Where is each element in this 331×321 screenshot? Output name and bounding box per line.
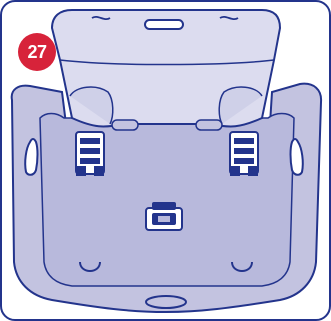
isofix-guide-icon (76, 132, 104, 176)
backrest-handle-slot (145, 20, 183, 29)
isofix-guide-icon (230, 132, 258, 176)
step-number-badge: 27 (18, 33, 56, 71)
left-tab (112, 120, 138, 130)
right-tab (196, 120, 222, 130)
bottom-oval (146, 296, 186, 308)
